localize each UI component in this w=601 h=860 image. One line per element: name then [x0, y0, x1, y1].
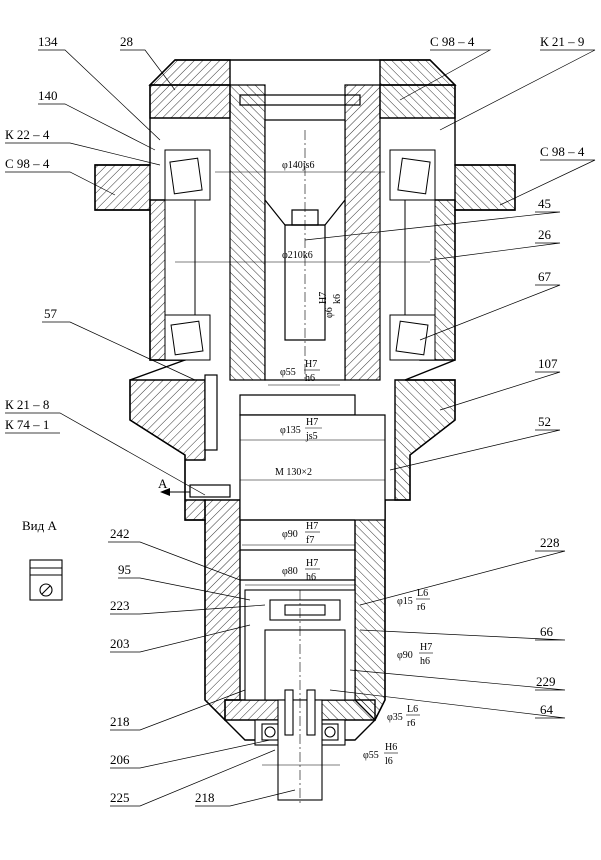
callout-229: 229	[536, 674, 556, 689]
dim-55b-base: φ55	[363, 750, 379, 761]
callout-242: 242	[110, 526, 130, 541]
callout-c98-4-left: С 98 – 4	[5, 156, 50, 171]
callout-95: 95	[118, 562, 131, 577]
callout-k21-9: К 21 – 9	[540, 34, 584, 49]
dim-80-base: φ80	[282, 566, 298, 577]
callout-203: 203	[110, 636, 130, 651]
callout-134: 134	[38, 34, 58, 49]
bearings	[164, 149, 436, 361]
view-a-detail	[29, 559, 63, 601]
dim-6-fit: H7	[318, 292, 329, 304]
callout-225: 225	[110, 790, 130, 805]
leader-lines	[5, 49, 596, 807]
lower-assembly	[244, 589, 356, 805]
dim-m130: M 130×2	[275, 467, 312, 478]
callout-k22-4: К 22 – 4	[5, 127, 50, 142]
dim-15-num: L6	[417, 588, 428, 599]
callout-c98-4-right: С 98 – 4	[540, 144, 585, 159]
dim-90b-den: h6	[420, 656, 430, 667]
dim-35-den: r6	[407, 718, 415, 729]
callout-218a: 218	[110, 714, 130, 729]
dim-140js6: φ140js6	[282, 160, 314, 171]
dim-35-base: φ35	[387, 712, 403, 723]
callout-228: 228	[540, 535, 560, 550]
dim-135-den: js5	[305, 431, 318, 442]
arrow-a	[160, 488, 190, 496]
dim-90b-base: φ90	[397, 650, 413, 661]
dim-15-den: r6	[417, 602, 425, 613]
dim-80-num: H7	[306, 558, 318, 569]
callout-107: 107	[538, 356, 558, 371]
dim-55b-num: H6	[385, 742, 397, 753]
callout-223: 223	[110, 598, 130, 613]
spindle	[229, 84, 381, 381]
dim-210k6: φ210k6	[282, 250, 313, 261]
callout-206: 206	[110, 752, 130, 767]
dim-80-den: h6	[306, 572, 316, 583]
callout-k74-1: К 74 – 1	[5, 417, 49, 432]
dim-6-base: φ6	[324, 307, 335, 318]
dim-90b-num: H7	[420, 642, 432, 653]
callout-57: 57	[44, 306, 58, 321]
callout-218b: 218	[195, 790, 215, 805]
dim-90-den: f7	[306, 535, 314, 546]
callout-k21-8: К 21 – 8	[5, 397, 49, 412]
dim-6-fit2: k6	[332, 294, 343, 304]
sleeve	[189, 374, 386, 581]
dim-15-base: φ15	[397, 596, 413, 607]
view-a-label: Вид А	[22, 518, 57, 533]
dim-90-base: φ90	[282, 529, 298, 540]
dim-35-num: L6	[407, 704, 418, 715]
callout-52: 52	[538, 414, 551, 429]
dim-135-num: H7	[306, 417, 318, 428]
dim-55-num: H7	[305, 359, 317, 370]
dim-55b-den: l6	[385, 756, 393, 767]
callout-45: 45	[538, 196, 551, 211]
callout-64: 64	[540, 702, 554, 717]
callout-26: 26	[538, 227, 552, 242]
callout-c98-4-top: С 98 – 4	[430, 34, 475, 49]
callout-66: 66	[540, 624, 554, 639]
dim-55-base: φ55	[280, 367, 296, 378]
dim-90-num: H7	[306, 521, 318, 532]
dim-55-den: h6	[305, 373, 315, 384]
dim-135-base: φ135	[280, 425, 301, 436]
arrow-a-label: А	[158, 476, 168, 491]
fraction-bars	[304, 369, 433, 754]
callout-67: 67	[538, 269, 552, 284]
callout-140: 140	[38, 88, 58, 103]
dimension-lines	[175, 171, 430, 766]
callout-28: 28	[120, 34, 133, 49]
